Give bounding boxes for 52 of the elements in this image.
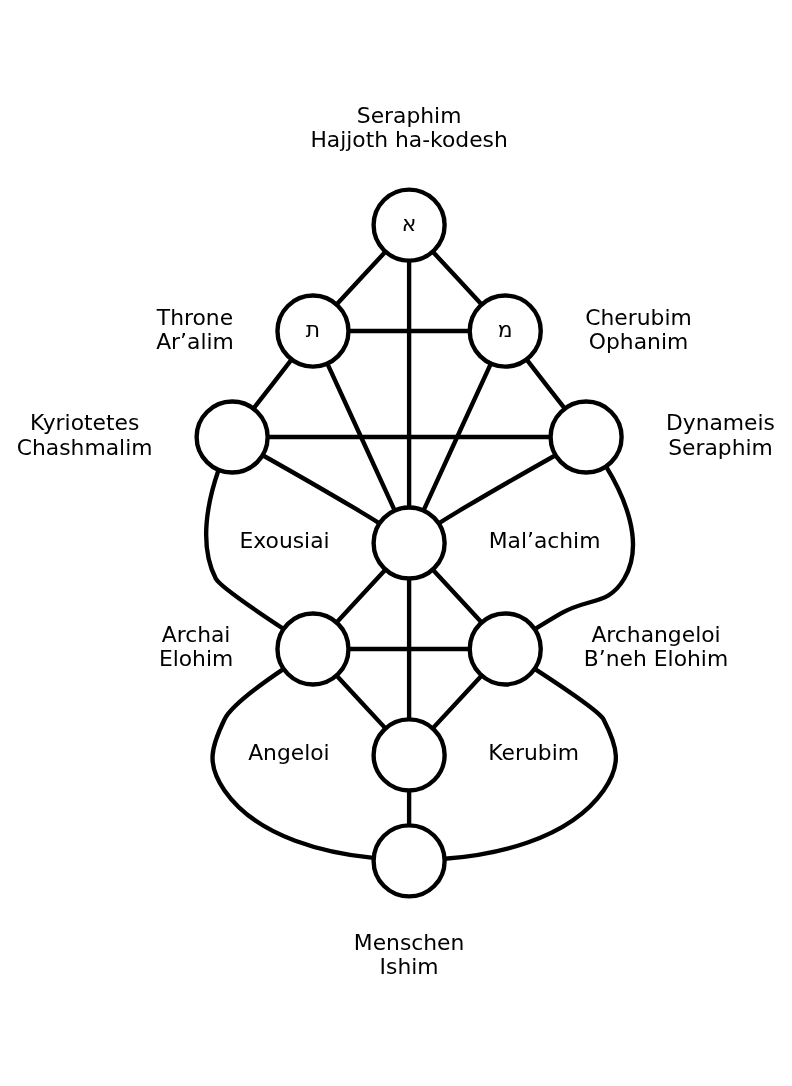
node-label: Ar’alim bbox=[156, 328, 234, 354]
node-label: Kerubim bbox=[488, 740, 579, 766]
node-circle bbox=[371, 823, 447, 899]
node-label: Kyriotetes bbox=[29, 410, 140, 436]
node-label: Exousiai bbox=[239, 528, 330, 554]
node-label: Ophanim bbox=[588, 328, 689, 354]
node-label: Hajjoth ha-kodesh bbox=[310, 126, 508, 152]
node-label: Seraphim bbox=[356, 102, 462, 128]
connector bbox=[431, 250, 484, 306]
connector bbox=[421, 362, 493, 512]
node-label: B’neh Elohim bbox=[583, 646, 729, 672]
connector bbox=[335, 250, 387, 306]
node-circle bbox=[275, 611, 351, 687]
connector bbox=[431, 674, 484, 730]
node-label: Elohim bbox=[158, 646, 234, 672]
node-label: Seraphim bbox=[668, 434, 773, 460]
node-label: Menschen bbox=[353, 929, 465, 955]
node-label: Cherubim bbox=[585, 304, 692, 330]
connector bbox=[406, 578, 412, 720]
connector bbox=[267, 434, 551, 440]
node-circle bbox=[467, 611, 543, 687]
node-circle: ת bbox=[275, 293, 351, 369]
connector bbox=[525, 358, 567, 410]
connector bbox=[406, 790, 412, 826]
node-label: Archangeloi bbox=[591, 622, 721, 648]
connector bbox=[444, 667, 618, 861]
connector bbox=[348, 328, 470, 334]
connector bbox=[348, 646, 470, 652]
connector bbox=[335, 568, 387, 624]
node-label: Dynameis bbox=[665, 410, 776, 436]
connector bbox=[533, 465, 636, 632]
connector bbox=[335, 674, 387, 730]
node-label: Throne bbox=[156, 304, 234, 330]
node-label: Archai bbox=[161, 622, 231, 648]
connector bbox=[431, 568, 484, 624]
node-circle bbox=[194, 399, 270, 475]
node-label: Angeloi bbox=[248, 740, 330, 766]
node-circle bbox=[371, 717, 447, 793]
connector bbox=[210, 667, 374, 861]
connector bbox=[437, 453, 557, 526]
node-circle: א bbox=[371, 187, 447, 263]
connector bbox=[261, 453, 381, 526]
node-circle bbox=[371, 505, 447, 581]
connector bbox=[325, 362, 397, 512]
connector bbox=[204, 469, 285, 631]
connector bbox=[251, 358, 294, 410]
node-label: Mal’achim bbox=[488, 528, 601, 554]
node-circle bbox=[548, 399, 624, 475]
connector bbox=[406, 260, 412, 508]
node-label: Ishim bbox=[379, 953, 439, 979]
node-circle: מ bbox=[467, 293, 543, 369]
node-label: Chashmalim bbox=[16, 434, 153, 460]
